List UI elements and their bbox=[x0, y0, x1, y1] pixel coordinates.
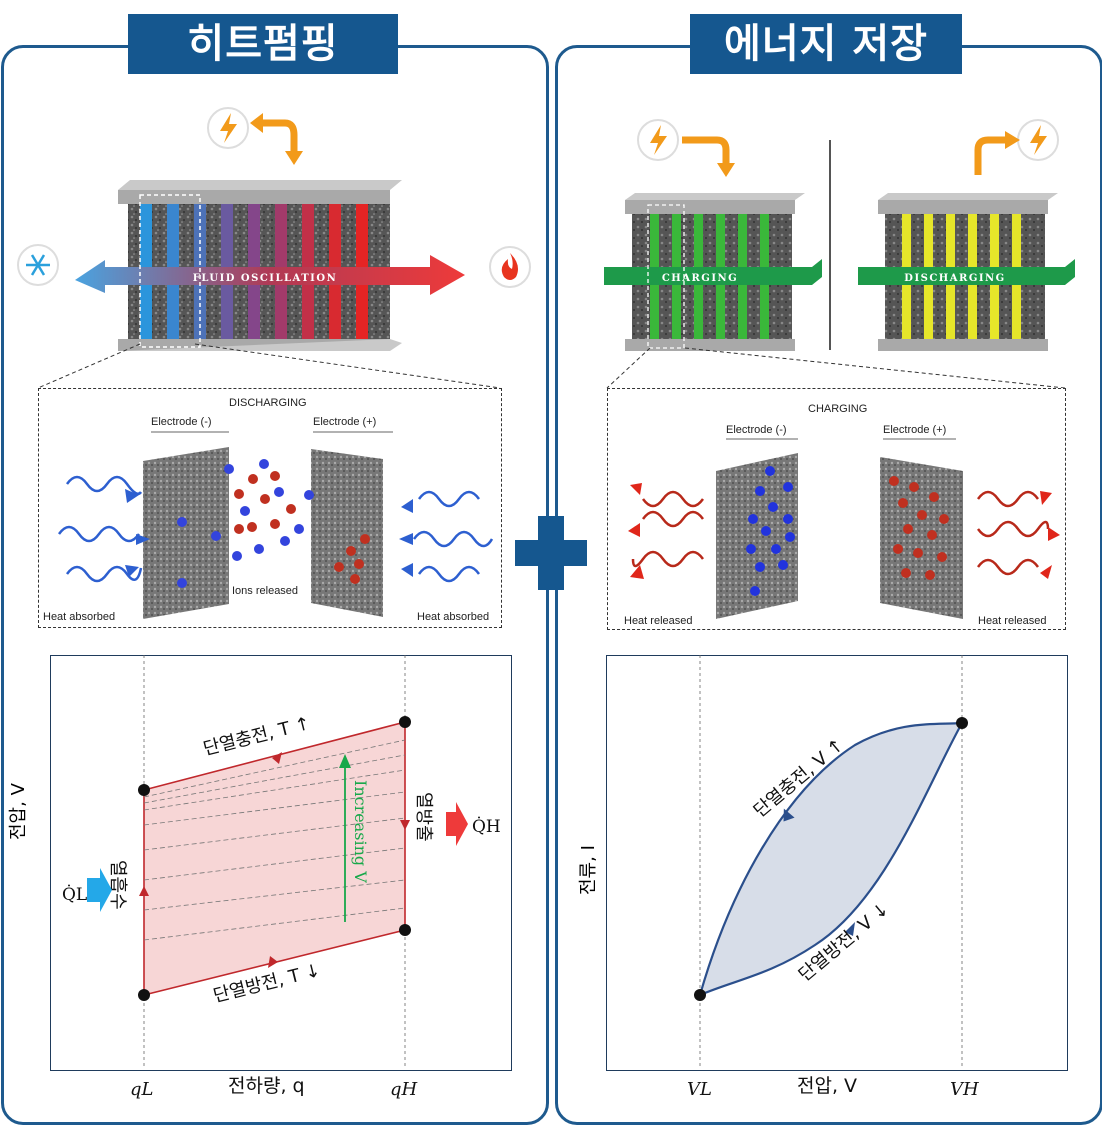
electrode-neg-label: Electrode (-) bbox=[151, 416, 212, 428]
heat-absorbed-left: Heat absorbed bbox=[43, 611, 116, 623]
heat-in-arrow bbox=[87, 868, 112, 912]
charging-band-label: CHARGING bbox=[662, 273, 738, 284]
flame-icon bbox=[489, 246, 531, 288]
zoom-lines-right bbox=[606, 347, 1066, 389]
x-tick-VL: VL bbox=[687, 1079, 712, 1100]
heat-pump-cycle-chart: Increasing V 단열충전, T ↑ 단열방전, T ↓ 열흡수 열방출… bbox=[62, 655, 501, 1100]
x-tick-VH: VH bbox=[950, 1079, 979, 1100]
q-high-label: Q̇H bbox=[472, 817, 501, 837]
energy-storage-devices: CHARGING DISCHARGING bbox=[604, 119, 1075, 351]
charging-detail-box: CHARGING Electrode (-) Electrode (+) Hea… bbox=[607, 388, 1066, 630]
heat-release-label: 열방출 bbox=[413, 792, 434, 842]
plus-icon-vertical bbox=[538, 516, 564, 590]
heat-released-left: Heat released bbox=[624, 615, 693, 627]
q-low-label: Q̇L bbox=[62, 885, 87, 905]
x-tick-qH: qH bbox=[390, 1079, 418, 1100]
heat-out-arrow bbox=[446, 802, 468, 846]
discharging-detail-box: DISCHARGING Electrode (-) Electrode (+) … bbox=[38, 388, 502, 628]
energy-storage-chart: 단열충전, V ↑ 단열방전, V ↓ VL 전압, V VH bbox=[687, 655, 979, 1100]
heat-pumping-title: 히트펌핑 bbox=[128, 14, 398, 74]
discharging-title: DISCHARGING bbox=[229, 397, 307, 409]
x-tick-qL: qL bbox=[130, 1079, 153, 1100]
heat-absorb-label: 열흡수 bbox=[107, 860, 128, 910]
ions-released-label: Ions released bbox=[232, 585, 299, 597]
energy-storage-title: 에너지 저장 bbox=[690, 14, 962, 74]
x-axis-label: 전하량, q bbox=[228, 1075, 305, 1097]
electrode-neg-label-r: Electrode (-) bbox=[726, 424, 787, 436]
x-axis-label-r: 전압, V bbox=[797, 1075, 857, 1097]
power-arrow bbox=[260, 119, 298, 153]
heat-released-right: Heat released bbox=[978, 615, 1047, 627]
discharging-band-label: DISCHARGING bbox=[904, 273, 1005, 284]
right-y-axis-label: 전류, I bbox=[578, 845, 599, 895]
heat-absorbed-right: Heat absorbed bbox=[417, 611, 490, 623]
heat-pump-device: FLUID OSCILLATION bbox=[17, 107, 531, 351]
electrode-pos-label: Electrode (+) bbox=[313, 416, 377, 428]
left-y-axis-label: 전압, V bbox=[8, 783, 29, 840]
electrode-pos-label-r: Electrode (+) bbox=[883, 424, 947, 436]
charging-title: CHARGING bbox=[808, 403, 868, 415]
fluid-oscillation-label: FLUID OSCILLATION bbox=[193, 273, 337, 284]
increasing-v-label: Increasing V bbox=[351, 780, 370, 883]
zoom-lines-left bbox=[37, 343, 501, 389]
